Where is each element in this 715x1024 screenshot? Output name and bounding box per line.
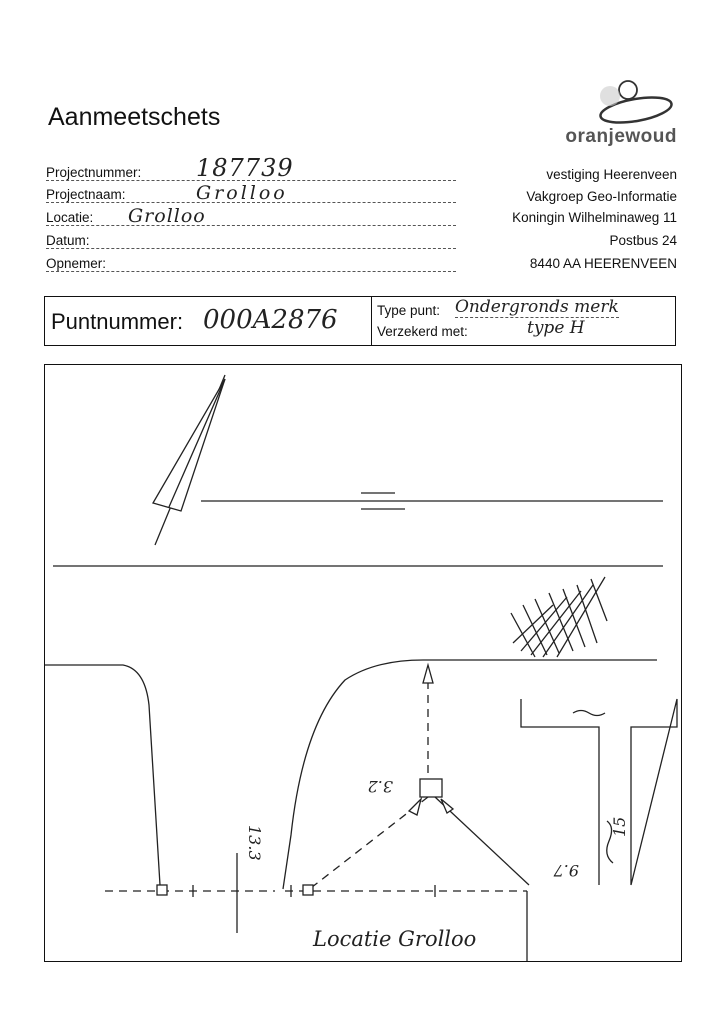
sketch-drawing: 3.2 13.3 9.7 15: [45, 374, 678, 961]
field-value: Grolloo: [128, 205, 206, 227]
oranjewoud-logo-icon: [599, 80, 673, 124]
sketch-area: 3.2 13.3 9.7 15 Locatie Grolloo: [44, 364, 682, 962]
puntnummer-value: 000A2876: [203, 305, 338, 335]
field-value: 187739: [196, 154, 294, 182]
field-label: Datum:: [46, 233, 90, 248]
field-projectnaam: Projectnaam: Grolloo: [46, 182, 456, 204]
type-punt-value: Ondergronds merk: [455, 297, 619, 318]
measurement-label: 9.7: [553, 861, 579, 880]
field-label: Projectnaam:: [46, 187, 126, 202]
verzekerd-value: type H: [527, 318, 585, 338]
field-label: Locatie:: [46, 210, 94, 225]
puntnummer-cell: Puntnummer: 000A2876: [45, 297, 372, 345]
north-arrow-icon: [152, 374, 226, 546]
address-line: Postbus 24: [609, 233, 677, 248]
field-opnemer: Opnemer:: [46, 254, 456, 272]
measurement-label: 13.3: [245, 825, 264, 861]
field-label: Projectnummer:: [46, 165, 142, 180]
verzekerd-row: Verzekerd met: type H: [377, 318, 585, 339]
field-label: Opnemer:: [46, 256, 107, 271]
puntnummer-box: Puntnummer: 000A2876 Type punt: Ondergro…: [44, 296, 676, 346]
measurement-label: 3.2: [368, 777, 393, 796]
field-value: Grolloo: [196, 182, 288, 204]
punt-details: Type punt: Ondergronds merk Verzekerd me…: [373, 297, 675, 345]
page-title: Aanmeetschets: [48, 103, 221, 131]
field-locatie: Locatie: Grolloo: [46, 205, 456, 227]
measurement-label: 15: [610, 817, 629, 837]
puntnummer-label: Puntnummer:: [51, 309, 184, 334]
field-projectnummer: Projectnummer: 187739: [46, 154, 456, 182]
field-datum: Datum:: [46, 231, 456, 249]
sketch-caption: Locatie Grolloo: [313, 927, 477, 951]
type-punt-label: Type punt:: [377, 303, 441, 318]
company-brand: oranjewoud: [565, 126, 677, 147]
verzekerd-label: Verzekerd met:: [377, 324, 468, 339]
address-line: 8440 AA HEERENVEEN: [529, 256, 677, 271]
type-punt-row: Type punt: Ondergronds merk: [377, 297, 619, 318]
address-line: Koningin Wilhelminaweg 11: [512, 210, 677, 225]
hatch-area: [510, 576, 608, 658]
address-line: Vakgroep Geo-Informatie: [526, 189, 677, 204]
address-line: vestiging Heerenveen: [546, 167, 677, 182]
